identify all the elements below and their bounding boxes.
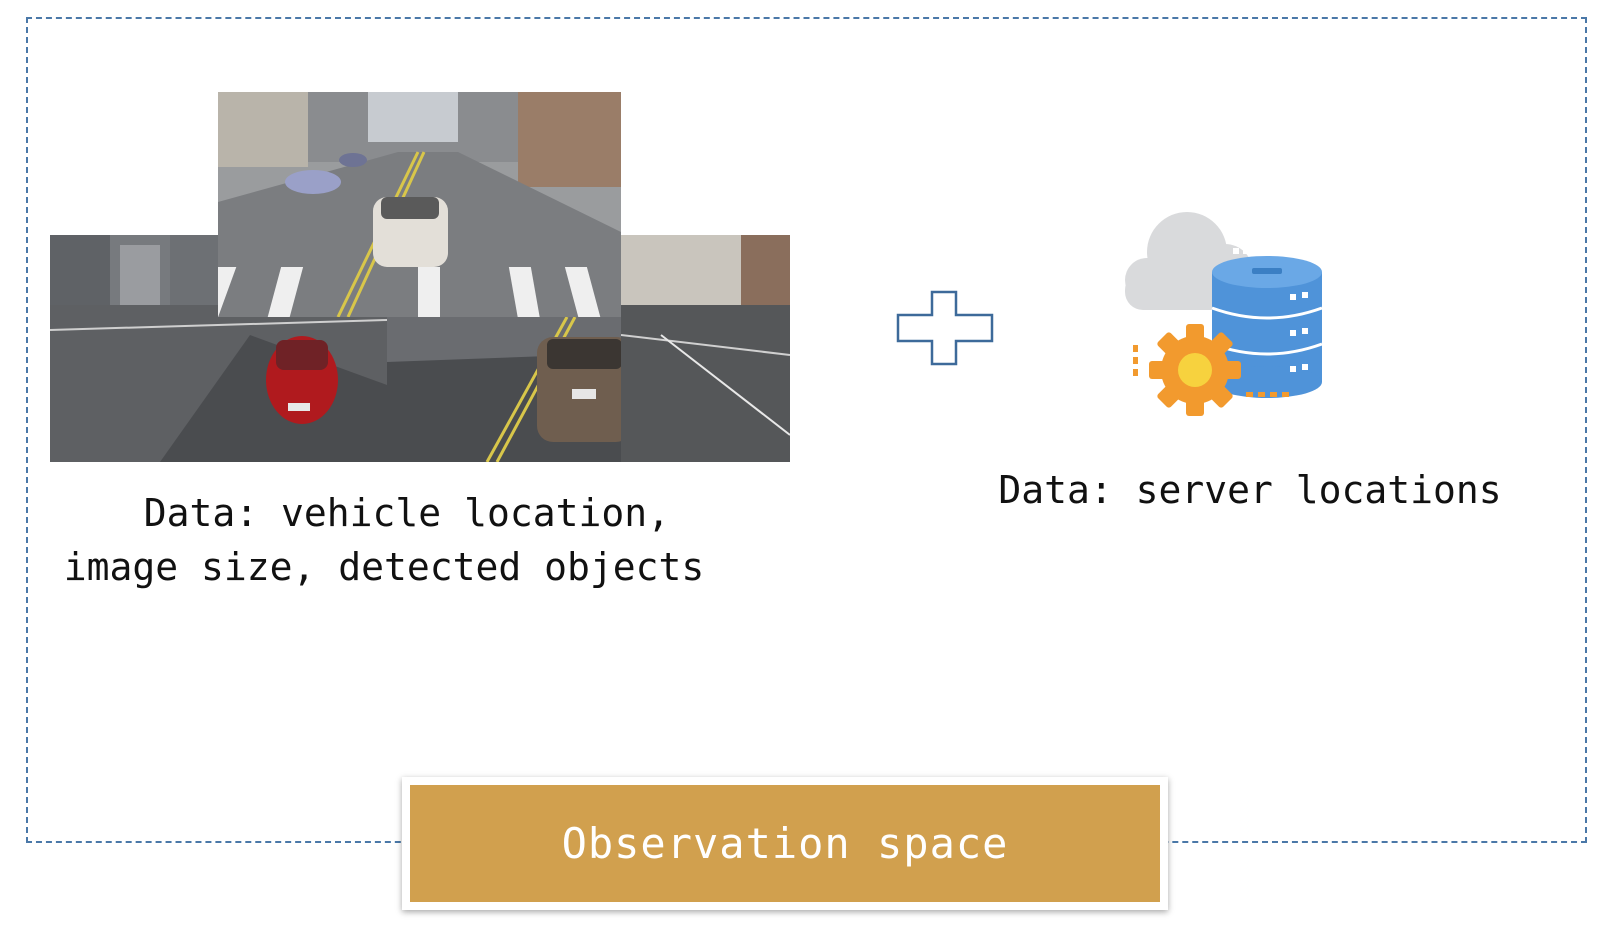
right-camera-image [621,235,790,462]
observation-space-box: Observation space [402,777,1168,910]
plus-icon [896,290,994,370]
left-camera-image [50,235,387,462]
front-camera-image [218,92,621,317]
gear-icon [1149,324,1241,416]
observation-space-label: Observation space [561,819,1009,868]
server-data-caption: Data: server locations [998,468,1502,512]
observation-space-fill: Observation space [410,785,1160,902]
cloud-database-icon [1125,210,1335,419]
vehicle-data-caption: Data: vehicle location, image size, dete… [63,491,705,589]
